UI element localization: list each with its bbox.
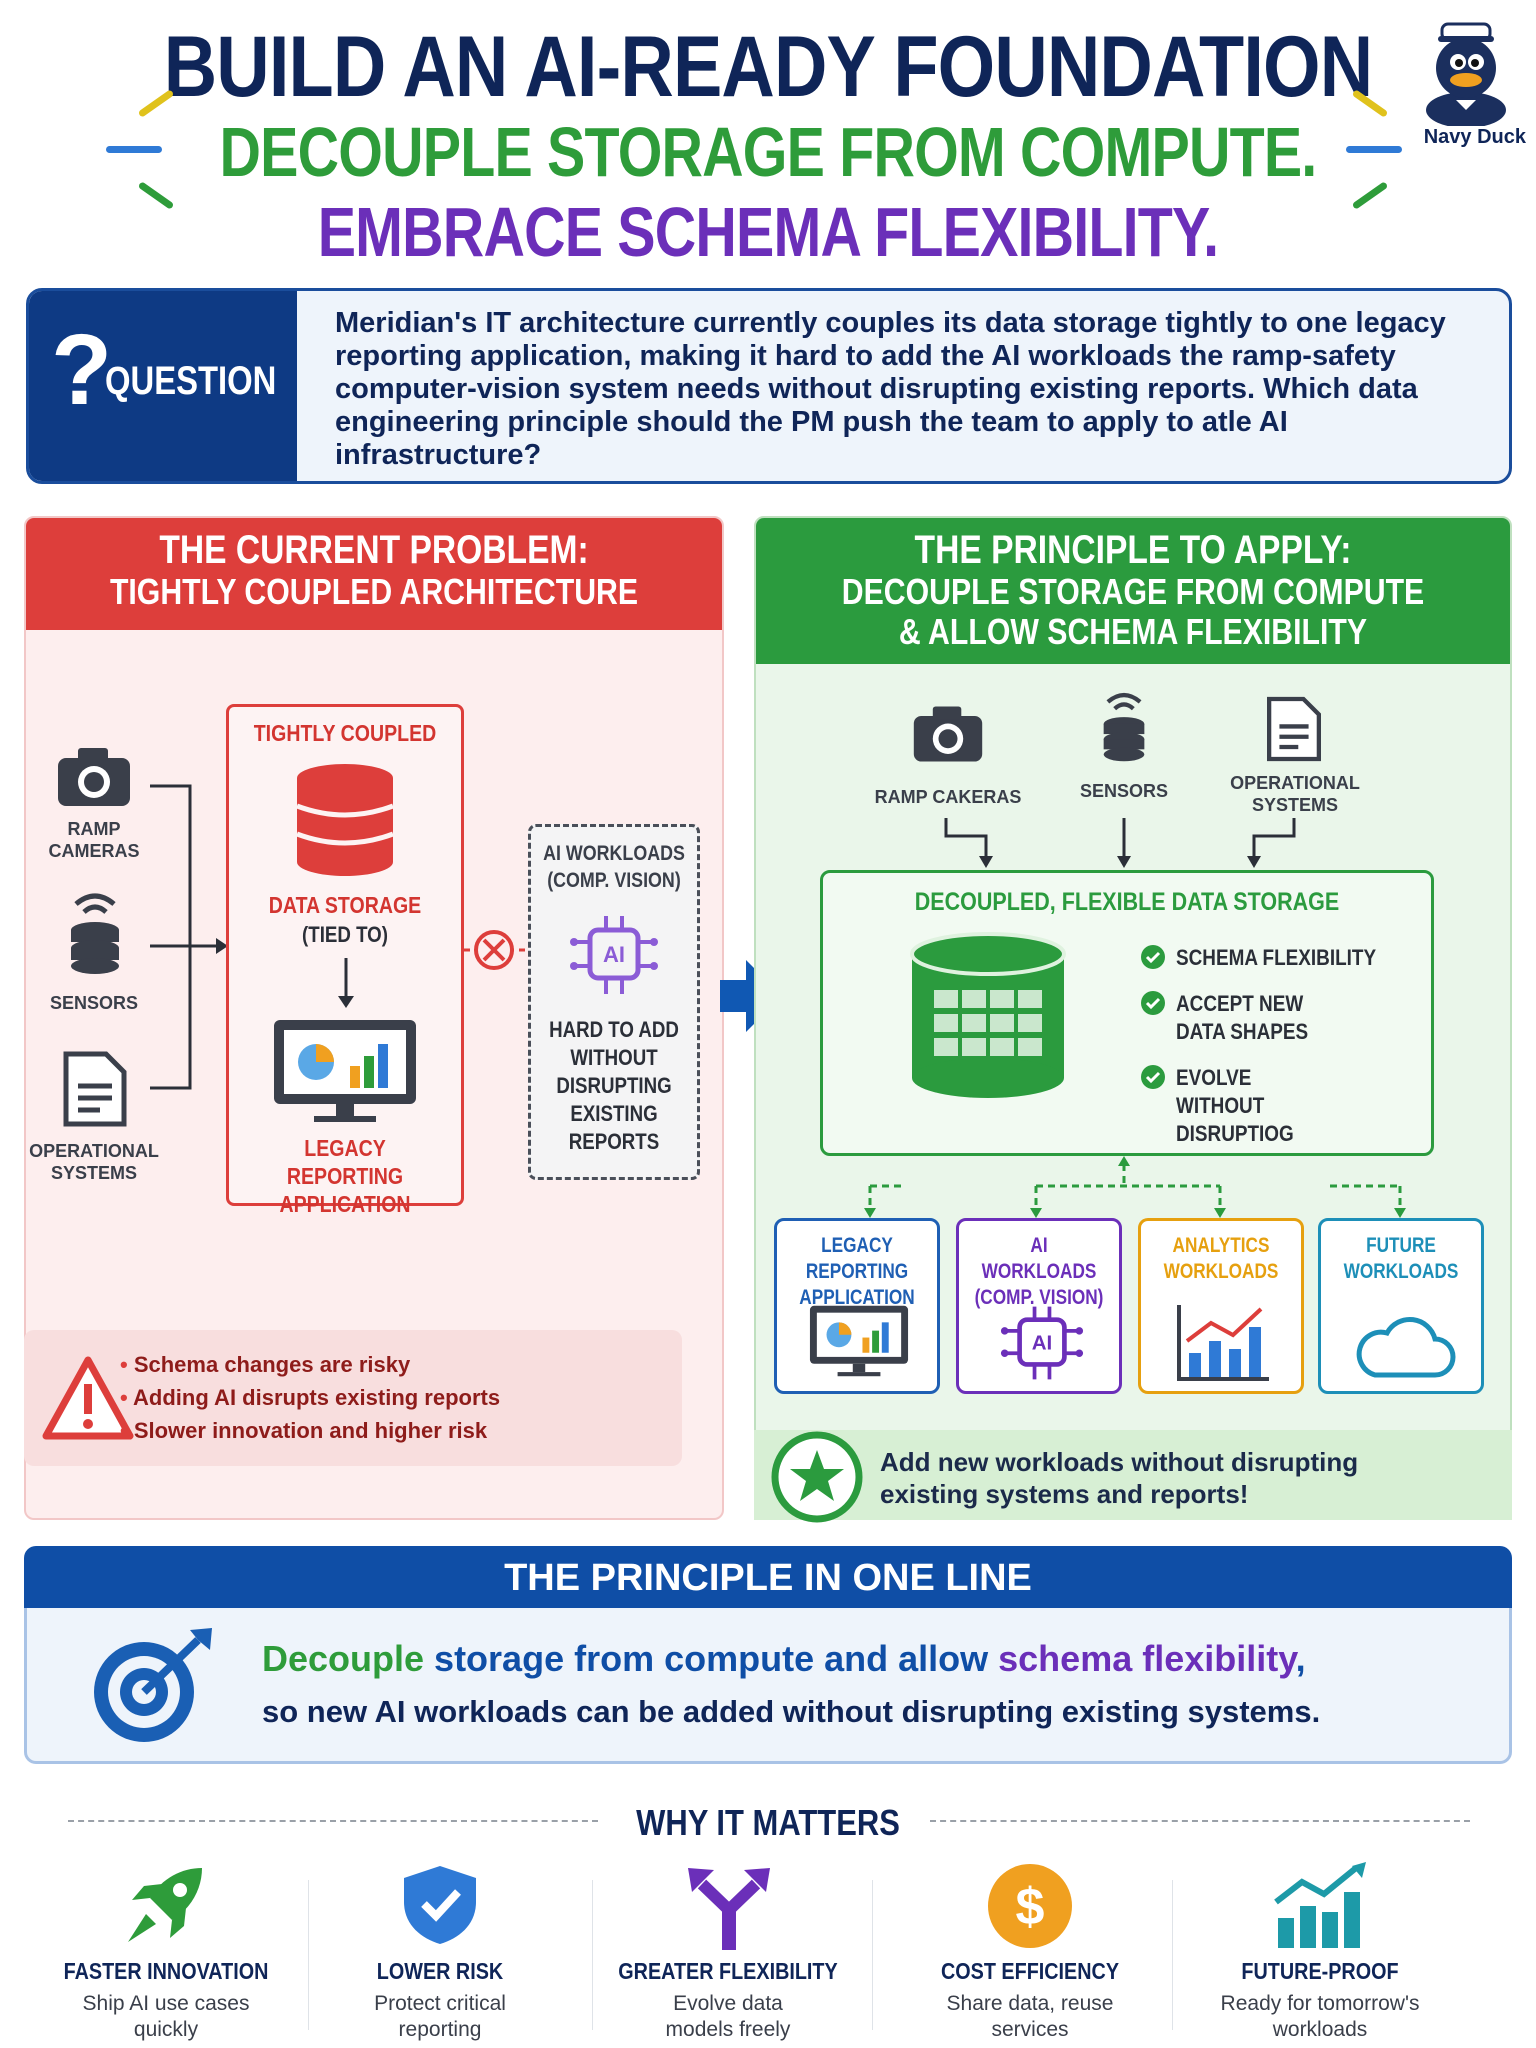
why-item-greater-flexibility: GREATER FLEXIBILITY Evolve data models f…: [598, 1862, 858, 2043]
source-sensors: SENSORS: [1079, 781, 1169, 801]
svg-text:$: $: [1016, 1878, 1045, 1936]
navy-duck-mascot-icon: [1426, 22, 1506, 126]
source-operational-systems: OPERATIONAL SYSTEMS: [1230, 773, 1360, 815]
divider: [1172, 1880, 1173, 2030]
monitor-chart-icon: [809, 1305, 909, 1377]
green-database-icon: [910, 932, 1066, 1098]
main-title: BUILD AN AI-READY FOUNDATION: [163, 19, 1373, 115]
tied-to-label: (TIED TO): [302, 922, 388, 947]
feature-item: ACCEPT NEW DATA SHAPES: [1140, 990, 1409, 1046]
data-storage-label: DATA STORAGE: [268, 892, 422, 918]
ai-hard-to-add-text: HARD TO ADD WITHOUT DISRUPTING EXISTING …: [549, 1017, 679, 1154]
analytics-chart-icon: [1177, 1305, 1269, 1381]
divider: [308, 1880, 309, 2030]
feature-item: SCHEMA FLEXIBILITY: [1140, 944, 1409, 972]
camera-icon: [58, 748, 130, 806]
check-circle-icon: [1141, 945, 1165, 969]
divider: [592, 1880, 593, 2030]
benefit-banner: [754, 1430, 1512, 1520]
workload-future: FUTURE WORKLOADS: [1318, 1218, 1484, 1394]
rocket-icon: [128, 1868, 202, 1942]
legacy-reporting-label: LEGACY REPORTING APPLICATION: [279, 1135, 411, 1217]
cloud-icon: [1356, 1316, 1456, 1378]
question-mark-icon: ?: [51, 314, 113, 426]
risk-item: • Slower innovation and higher risk: [120, 1418, 488, 1443]
one-line-statement: Decouple storage from compute and allow …: [262, 1638, 1306, 1679]
monitor-chart-icon: [274, 1020, 416, 1122]
transition-arrow-icon: [720, 960, 782, 1032]
ai-chip-purple-icon: AI: [570, 916, 658, 994]
workload-analytics: ANALYTICS WORKLOADS: [1138, 1218, 1304, 1394]
benefit-text: Add new workloads without disrupting exi…: [880, 1447, 1359, 1509]
shield-check-icon: [404, 1866, 476, 1944]
sources-to-decoupled-connector: [944, 818, 1296, 868]
workload-ai-vision: AI WORKLOADS (COMP. VISION) AI: [956, 1218, 1122, 1394]
question-text: Meridian's IT architecture currently cou…: [335, 307, 1446, 471]
question-card: ? QUESTION Meridian's IT architecture cu…: [26, 288, 1512, 484]
camera-icon: [913, 706, 983, 762]
source-ramp-cameras: RAMP CAKERAS: [874, 787, 1022, 807]
sensor-icon: [71, 893, 119, 974]
document-icon: [63, 1051, 127, 1127]
divider: [872, 1880, 873, 2030]
tightly-coupled-label: TIGHTLY COUPLED: [253, 720, 437, 746]
source-sensors: SENSORS: [49, 993, 139, 1013]
blocked-connection-icon: [464, 930, 528, 970]
growth-chart-icon: [1274, 1862, 1366, 1948]
why-item-faster-innovation: FASTER INNOVATION Ship AI use cases quic…: [36, 1862, 296, 2043]
principle-header: THE PRINCIPLE TO APPLY: DECOUPLE STORAGE…: [756, 518, 1510, 664]
red-database-icon: [296, 764, 394, 876]
workload-legacy-reporting: LEGACY REPORTING APPLICATION: [774, 1218, 940, 1394]
svg-text:AI: AI: [1032, 1332, 1053, 1355]
split-arrows-icon: [688, 1868, 770, 1950]
star-badge-icon: [771, 1431, 863, 1523]
storage-to-workloads-connector: [864, 1156, 1406, 1218]
principle-heading-line3: & ALLOW SCHEMA FLEXIBILITY: [898, 611, 1368, 652]
check-circle-icon: [1141, 991, 1165, 1015]
principle-one-line-header: THE PRINCIPLE IN ONE LINE: [24, 1546, 1512, 1610]
mascot-label: Navy Duck: [1423, 126, 1526, 148]
why-item-future-proof: FUTURE-PROOF Ready for tomorrow's worklo…: [1190, 1862, 1450, 2043]
svg-text:AI: AI: [603, 942, 625, 967]
schema-flexibility-word: schema flexibility: [998, 1638, 1296, 1679]
target-icon: [94, 1628, 212, 1742]
problem-heading-line1: THE CURRENT PROBLEM:: [159, 528, 589, 572]
ai-brain-icon: AI: [1000, 1306, 1084, 1380]
ai-workloads-blocked-box: [528, 824, 700, 1180]
risk-callout: [24, 1330, 682, 1466]
ai-workloads-label: AI WORKLOADS (COMP. VISION): [543, 842, 685, 892]
document-icon: [1267, 696, 1321, 762]
divider: [68, 1820, 598, 1822]
principle-heading-line2: DECOUPLE STORAGE FROM COMPUTE: [841, 571, 1425, 612]
subtitle-green: DECOUPLE STORAGE FROM COMPUTE.: [219, 113, 1318, 191]
why-item-cost-efficiency: $ COST EFFICIENCY Share data, reuse serv…: [900, 1862, 1160, 2043]
risk-item: • Schema changes are risky: [120, 1352, 411, 1377]
source-ramp-cameras: RAMP CAMERAS: [48, 819, 140, 861]
warning-icon: [42, 1356, 134, 1440]
dollar-coin-icon: $: [988, 1864, 1072, 1948]
question-label: QUESTION: [105, 359, 277, 403]
source-operational-systems: OPERATIONAL SYSTEMS: [29, 1141, 159, 1183]
risk-item: • Adding AI disrupts existing reports: [120, 1385, 501, 1410]
feature-item: EVOLVE WITHOUT DISRUPTIOG: [1140, 1064, 1409, 1148]
down-arrow-icon: [338, 958, 354, 1008]
sources-to-storage-connector: [150, 784, 228, 1090]
sensor-icon: [1103, 692, 1145, 762]
feature-list: SCHEMA FLEXIBILITY ACCEPT NEW DATA SHAPE…: [1140, 944, 1409, 1148]
why-item-lower-risk: LOWER RISK Protect critical reporting: [310, 1862, 570, 2043]
question-label-block: ? QUESTION: [29, 291, 297, 481]
decoupled-storage-title: DECOUPLED, FLEXIBLE DATA STORAGE: [914, 888, 1340, 916]
principle-one-line-card: [24, 1608, 1512, 1764]
decouple-word: Decouple: [262, 1638, 425, 1679]
divider: [930, 1820, 1470, 1822]
risk-list: • Schema changes are risky • Adding AI d…: [120, 1348, 500, 1447]
check-circle-icon: [1141, 1065, 1165, 1089]
one-line-statement-line2: so new AI workloads can be added without…: [262, 1694, 1321, 1729]
problem-header: THE CURRENT PROBLEM: TIGHTLY COUPLED ARC…: [26, 518, 722, 630]
why-it-matters-heading: WHY IT MATTERS: [636, 1802, 900, 1843]
principle-heading-line1: THE PRINCIPLE TO APPLY:: [914, 528, 1352, 572]
problem-heading-line2: TIGHTLY COUPLED ARCHITECTURE: [109, 571, 639, 612]
subtitle-purple: EMBRACE SCHEMA FLEXIBILITY.: [317, 193, 1219, 271]
